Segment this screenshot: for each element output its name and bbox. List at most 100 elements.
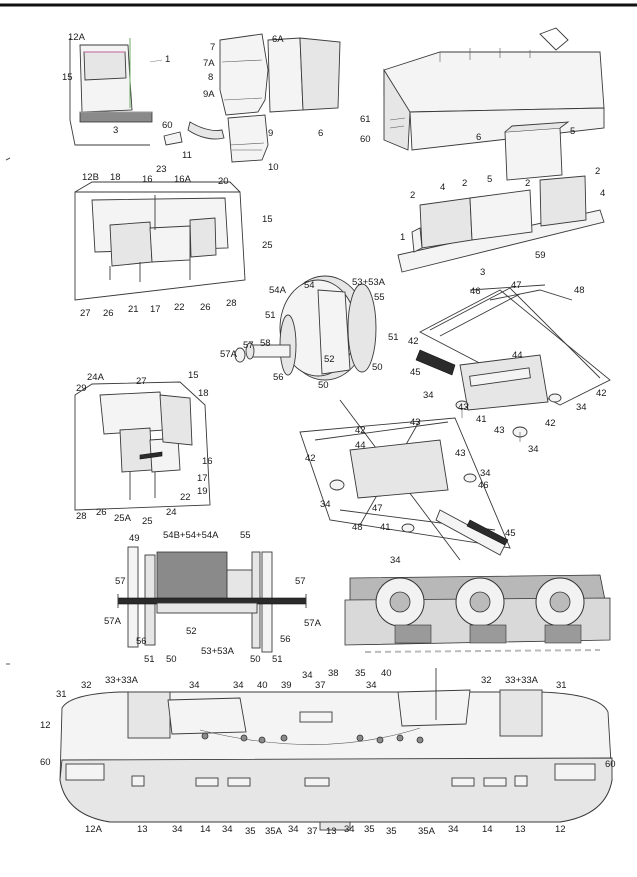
label-51b: 51 [388, 332, 399, 343]
label-42: 42 [408, 336, 419, 347]
label-2: 2 [410, 190, 415, 201]
label-34g: 34 [189, 680, 200, 691]
label-15c: 15 [188, 370, 199, 381]
label-49: 49 [129, 533, 140, 544]
label-18: 18 [110, 172, 121, 183]
label-13: 13 [137, 824, 148, 835]
label-45b: 45 [505, 528, 516, 539]
label-6a: 6A [272, 34, 284, 45]
label-57a: 57A [220, 349, 238, 360]
label-34l: 34 [222, 824, 233, 835]
label-46b: 46 [478, 480, 489, 491]
label-34e: 34 [320, 499, 331, 510]
cab-interior-1: 12B 18 23 16 16A 20 15 25 27 26 21 17 22… [74, 164, 273, 319]
label-51c: 51 [144, 654, 155, 665]
label-13b: 13 [326, 826, 337, 837]
axle-set-explode: 54A 54 53+53A 55 51 51 52 58 57 57A 56 5… [220, 275, 399, 391]
label-42c: 42 [545, 418, 556, 429]
label-39: 39 [281, 680, 292, 691]
label-56: 56 [273, 372, 284, 383]
label-58: 58 [260, 338, 271, 349]
label-15: 15 [62, 72, 73, 83]
label-34k: 34 [172, 824, 183, 835]
label-34f: 34 [390, 555, 401, 566]
label-34: 34 [423, 390, 434, 401]
label-26: 26 [103, 308, 114, 319]
label-44b: 44 [355, 440, 366, 451]
label-25: 25 [262, 240, 273, 251]
label-53-53a: 53+53A [352, 277, 386, 288]
label-46: 46 [470, 286, 481, 297]
label-47b: 47 [372, 503, 383, 514]
label-54a: 54A [269, 285, 287, 296]
label-3: 3 [113, 125, 118, 136]
label-7: 7 [210, 42, 215, 53]
label-34n: 34 [344, 824, 355, 835]
label-24: 24 [166, 507, 177, 518]
label-20: 20 [218, 176, 229, 187]
label-12b-b: 12 [555, 824, 566, 835]
label-34b: 34 [576, 402, 587, 413]
label-16a: 16A [174, 174, 192, 185]
label-51: 51 [265, 310, 276, 321]
label-57: 57 [243, 340, 254, 351]
label-56c: 56 [280, 634, 291, 645]
label-56b: 56 [136, 636, 147, 647]
label-27: 27 [80, 308, 91, 319]
label-2b: 2 [462, 178, 467, 189]
label-15b: 15 [262, 214, 273, 225]
label-55: 55 [374, 292, 385, 303]
label-52: 52 [324, 354, 335, 365]
label-40: 40 [257, 680, 268, 691]
label-9: 9 [268, 128, 273, 139]
label-35b: 35 [245, 826, 256, 837]
pantograph-upper: 46 47 48 42 44 45 34 43 41 43 42 42 34 3… [408, 280, 611, 455]
label-41b: 41 [380, 522, 391, 533]
label-57c: 57 [295, 576, 306, 587]
label-25a: 25A [114, 513, 132, 524]
label-23: 23 [156, 164, 167, 175]
label-34j: 34 [366, 680, 377, 691]
cab-corner-detail: 12A 15 1 3 [62, 32, 170, 146]
label-12a-b: 12A [85, 824, 103, 835]
label-38: 38 [328, 668, 339, 679]
label-34m: 34 [288, 824, 299, 835]
label-60b: 60 [360, 134, 371, 145]
label-24a: 24A [87, 372, 105, 383]
label-2c: 2 [525, 178, 530, 189]
label-50b: 50 [372, 362, 383, 373]
label-40b: 40 [381, 668, 392, 679]
front-pieces-explode: 7 6A 7A 8 9A 9 10 60 11 6 [162, 33, 341, 173]
label-6: 6 [318, 128, 323, 139]
label-43: 43 [458, 402, 469, 413]
pantograph-lower: 42 43 44 42 43 34 34 46 47 48 41 45 34 [299, 399, 516, 566]
label-54: 54 [304, 280, 315, 291]
label-48b: 48 [352, 522, 363, 533]
label-42b: 42 [596, 388, 607, 399]
label-35a: 35A [265, 826, 283, 837]
label-26c: 26 [96, 507, 107, 518]
label-50c: 50 [166, 654, 177, 665]
label-11: 11 [182, 150, 192, 161]
label-31b: 31 [556, 680, 567, 691]
label-35c: 35 [364, 824, 375, 835]
label-61: 61 [360, 114, 371, 125]
label-14b: 14 [482, 824, 493, 835]
label-34o: 34 [448, 824, 459, 835]
label-45: 45 [410, 367, 421, 378]
label-43c: 43 [410, 417, 421, 428]
label-32: 32 [81, 680, 92, 691]
label-51d: 51 [272, 654, 283, 665]
label-34h: 34 [233, 680, 244, 691]
label-35: 35 [355, 668, 366, 679]
label-48: 48 [574, 285, 585, 296]
label-16b: 16 [202, 456, 213, 467]
label-54b-54-54a: 54B+54+54A [163, 530, 219, 541]
label-35a-b: 35A [418, 826, 436, 837]
label-33-33a-b: 33+33A [505, 675, 539, 686]
roof-boxes-assembly: 5 2 4 2 5 2 2 4 1 59 3 [397, 121, 605, 278]
label-37: 37 [315, 680, 326, 691]
label-1b: 1 [400, 232, 405, 243]
label-28b: 28 [76, 511, 87, 522]
